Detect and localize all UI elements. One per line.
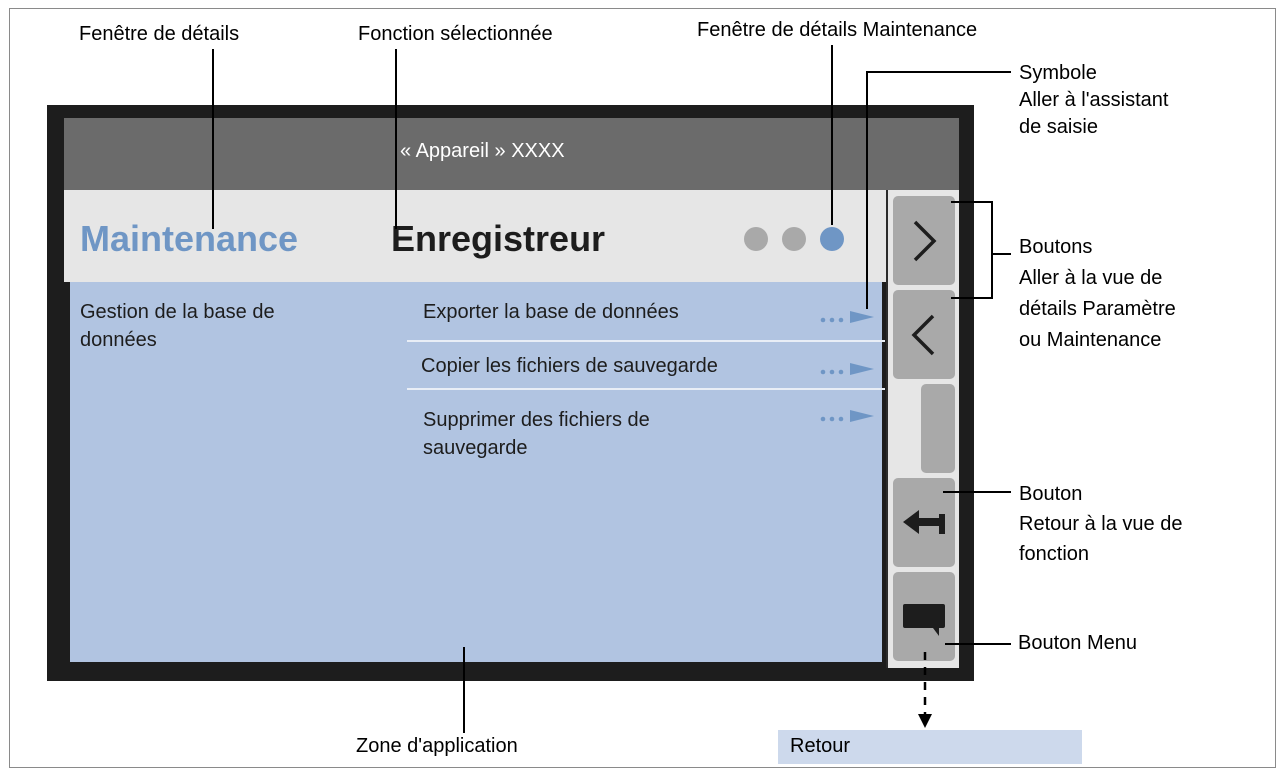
retour-label: Retour [790,735,851,757]
label-back-line1: Bouton [1019,483,1083,505]
label-button-back: Bouton Retour à la vue de fonction [1019,479,1182,569]
menu-item-label: Copier les fichiers de sauvegarde [421,355,718,377]
label-buttons-line3: détails Paramètre [1019,298,1176,320]
heading-line2: données [80,329,157,351]
chevron-left-icon [911,314,935,356]
retour-menu-item[interactable]: Retour [778,730,1082,764]
label-button-menu: Bouton Menu [1018,632,1137,654]
label-buttons: Boutons Aller à la vue de détails Paramè… [1019,232,1176,356]
menu-item-label: Exporter la base de données [423,301,679,323]
return-arrow-icon [903,510,945,534]
menu-item-delete-backup[interactable]: Supprimer des fichiers de sauvegarde [407,390,885,474]
next-view-button[interactable] [893,196,955,285]
bracket-top [951,201,993,203]
bracket-vertical [991,201,993,298]
label-maintenance-window: Fenêtre de détails Maintenance [697,19,978,41]
menu-separator [407,340,885,342]
leader-detail-window [212,49,214,229]
title-function: Enregistreur [391,218,606,259]
leader-buttons [991,253,1011,255]
menu-item-copy-backup[interactable]: Copier les fichiers de sauvegarde [407,342,885,388]
menu-separator [407,388,885,390]
label-back-line2: Retour à la vue de [1019,513,1183,535]
leader-button-back [943,491,1011,493]
bracket-bottom [951,297,993,299]
label-buttons-line1: Boutons [1019,236,1093,258]
speech-bubble-icon [903,604,945,636]
page-dot-2 [782,227,806,251]
leader-button-menu [945,643,1011,645]
page-dot-3-active [820,227,844,251]
label-buttons-line4: ou Maintenance [1019,329,1162,351]
dashed-arrow-down-icon [918,652,932,728]
label-selected-function: Fonction sélectionnée [358,23,553,45]
label-app-zone: Zone d'application [356,735,518,757]
heading-line1: Gestion de la base de [80,301,275,323]
menu-item-export-db[interactable]: Exporter la base de données [407,290,885,340]
page-dot-1 [744,227,768,251]
leader-symbol-vertical [866,71,868,309]
database-management-heading: Gestion de la base de données [80,298,275,354]
label-detail-window: Fenêtre de détails [79,23,240,45]
label-buttons-line2: Aller à la vue de [1019,267,1163,289]
chevron-right-icon [913,220,937,262]
leader-app-zone [463,647,465,733]
label-symbol-line1: Symbole [1019,62,1097,84]
figure-border [9,8,1276,768]
leader-symbol-horizontal [866,71,1011,73]
leader-maintenance-window [831,45,833,225]
title-category: Maintenance [80,218,299,259]
menu-item-label-line2: sauvegarde [423,437,528,459]
go-to-assistant-icon [820,311,874,323]
menu-button[interactable] [893,572,955,661]
go-to-assistant-icon [820,363,874,375]
label-symbol-line3: de saisie [1019,116,1098,138]
label-symbol: Symbole Aller à l'assistant de saisie [1019,60,1168,141]
device-title: « Appareil » XXXX [400,140,565,162]
menu-item-label-line1: Supprimer des fichiers de [423,409,650,431]
panel-divider [886,190,888,668]
menu-item-label-multiline: Supprimer des fichiers de sauvegarde [423,406,650,462]
go-to-assistant-icon [820,410,874,422]
scroll-track[interactable] [921,384,955,473]
label-back-line3: fonction [1019,543,1090,565]
leader-selected-function [395,49,397,229]
label-symbol-line2: Aller à l'assistant [1019,89,1169,111]
application-zone [70,282,882,662]
previous-view-button[interactable] [893,290,955,379]
